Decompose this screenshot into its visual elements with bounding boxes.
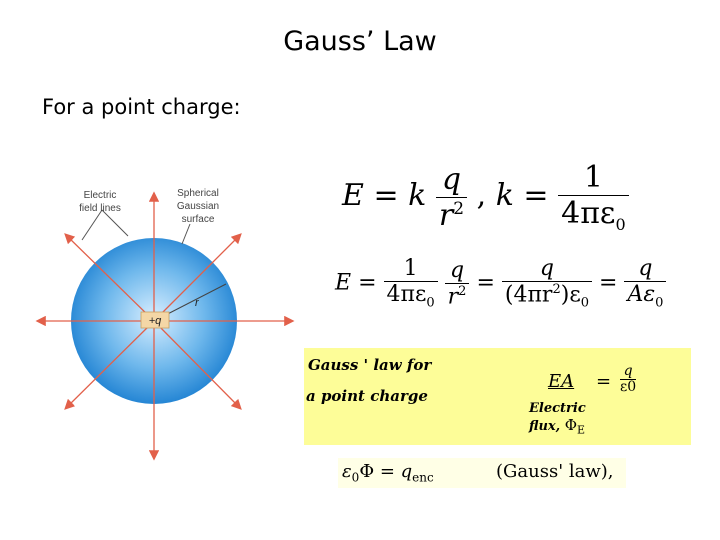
field-line-upleft: [64, 233, 155, 322]
page-title: Gauss’ Law: [283, 26, 437, 57]
field-lines: [35, 191, 295, 461]
radius-label: r: [195, 297, 200, 309]
gauss-rhs: q ε0: [620, 363, 637, 395]
surface-label-1: Spherical: [177, 188, 219, 199]
gauss-box-line-1: Gauss ' law for: [308, 356, 432, 374]
subtitle: For a point charge:: [42, 95, 241, 119]
gauss-box-line-2: a point charge: [306, 387, 428, 405]
flux-label: Electric flux, ΦE: [529, 401, 586, 437]
equation-coulomb: E = k q r2 , k = 1 4πε0: [342, 160, 629, 234]
field-line-downleft: [64, 320, 155, 410]
field-line-upright: [153, 233, 242, 322]
label-pointers: [81, 209, 191, 245]
gauss-eq-sign: =: [596, 371, 612, 392]
equation-field-area: E = 1 4πε0 q r2 = q (4πr2)ε0 = q Aε0: [335, 256, 667, 311]
gauss-law-note: (Gauss' law),: [496, 461, 614, 482]
surface-label-3: surface: [182, 214, 215, 225]
field-lines-label-2: field lines: [79, 203, 121, 214]
field-line-downright: [153, 320, 242, 410]
gauss-law-box: Gauss ' law for a point charge EA = q ε0…: [304, 348, 691, 445]
gauss-ea: EA: [548, 371, 575, 392]
charge-marker: [140, 311, 170, 329]
gaussian-sphere-diagram: Electric field lines Spherical Gaussian …: [35, 188, 295, 461]
charge-label: +q: [149, 315, 162, 327]
surface-label-2: Gaussian: [177, 201, 219, 212]
gauss-law-equation: ε0Φ = qenc (Gauss' law),: [338, 458, 626, 488]
field-lines-label-1: Electric: [84, 190, 117, 201]
